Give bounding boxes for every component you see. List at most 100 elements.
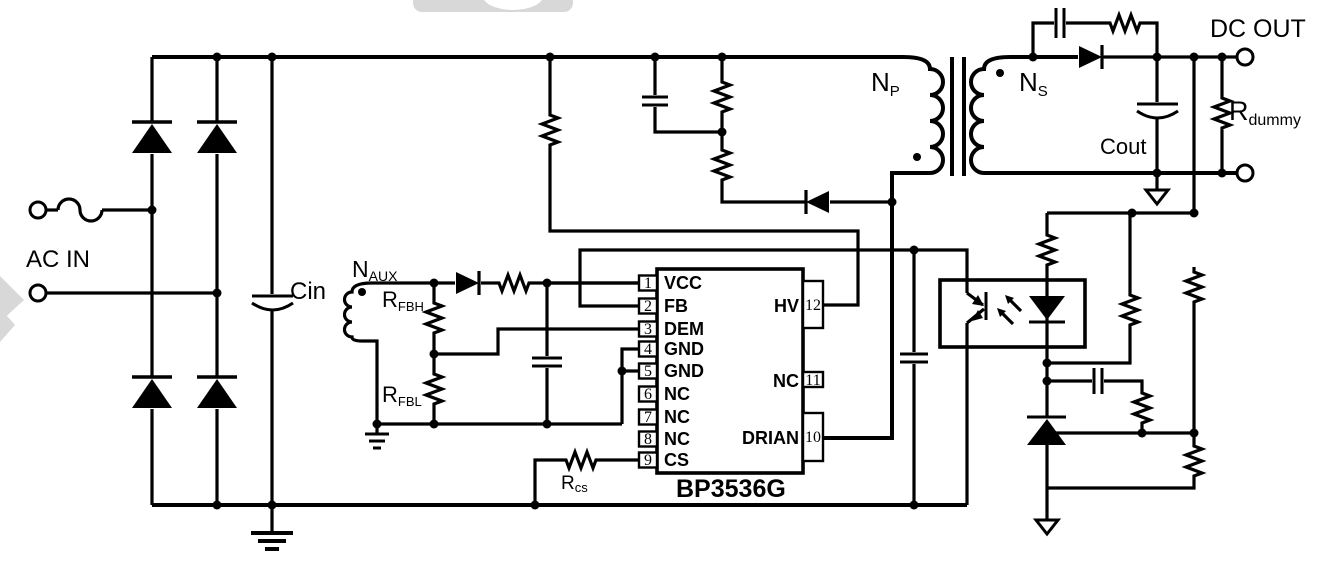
pin-box-6 (637, 385, 659, 403)
pin-number: 2 (644, 298, 652, 315)
resistor-icon (424, 367, 444, 411)
pin-number: 10 (805, 429, 821, 446)
diode-icon (130, 375, 174, 410)
wire (1104, 379, 1144, 388)
resistor-icon (712, 75, 732, 119)
pin-number: 4 (644, 341, 652, 358)
feedback-network (1027, 57, 1204, 537)
light-arrow-icon (1005, 295, 1014, 304)
output-stage: DC OUT Cout Rdummy (1100, 15, 1306, 207)
ac-input: AC IN (26, 197, 217, 303)
tl431-icon (1027, 419, 1066, 445)
wire (653, 107, 722, 134)
secondary-winding (969, 55, 1237, 175)
optocoupler (938, 278, 1087, 505)
pin-box-4 (637, 340, 659, 358)
diode-icon (454, 269, 481, 297)
watermark-triangle (0, 308, 15, 342)
polarity-dot (996, 69, 1004, 77)
optocoupler-body (938, 278, 1087, 349)
resistor-icon (1132, 386, 1152, 430)
ns-label: NS (1019, 67, 1048, 100)
ground-arrow-icon (1032, 518, 1062, 537)
resistor-icon (712, 143, 732, 187)
ic-name-label: BP3536G (676, 475, 786, 503)
pin-name-nc: NC (664, 429, 690, 449)
gnd-pin-wire (620, 347, 639, 371)
diode-icon (195, 375, 239, 410)
pin-box-7 (637, 408, 659, 426)
wire (533, 458, 561, 505)
resistor-icon (540, 108, 560, 152)
pin-name-nc: NC (664, 384, 690, 404)
earth-ground-icon (365, 432, 389, 450)
diode-icon (195, 120, 239, 155)
pin-number: 9 (644, 452, 652, 469)
pin-name-hv: HV (774, 296, 799, 316)
rfbh-label: RFBH (382, 287, 424, 314)
pin-box-3 (637, 320, 659, 338)
capacitor-plate (1136, 109, 1179, 120)
pin-number: 7 (644, 409, 652, 426)
pin-box-9 (637, 451, 659, 469)
diode-icon (130, 120, 174, 155)
fuse-icon (56, 197, 104, 223)
arrow-icon (972, 310, 983, 321)
ac-terminal-line (28, 200, 48, 220)
resistor-icon (1120, 288, 1140, 332)
wire (720, 185, 806, 204)
pin-name-cs: CS (664, 450, 689, 470)
fb-wire (578, 248, 969, 308)
pin-name-gnd: GND (664, 339, 704, 359)
wire (548, 150, 860, 307)
resistor-icon (559, 450, 603, 470)
wire (1145, 21, 1159, 57)
light-arrow-icon (997, 308, 1006, 317)
rcs-label: Rcs (561, 473, 588, 495)
pin-number: 1 (644, 275, 652, 292)
ac-in-label: AC IN (26, 246, 90, 273)
rdummy-label: Rdummy (1229, 96, 1301, 129)
pin-name-drian: DRIAN (742, 428, 799, 448)
polarity-dot (913, 153, 921, 161)
cs-network: Rcs (533, 450, 639, 505)
pin-number: 12 (805, 297, 821, 314)
dc-out-terminal-negative (1235, 163, 1255, 183)
dc-out-terminal-positive (1235, 47, 1255, 67)
earth-ground-icon (251, 531, 293, 551)
cin-label: Cin (290, 278, 326, 305)
pin-number: 5 (644, 363, 652, 380)
pin-name-gnd: GND (664, 361, 704, 381)
pin-box-10 (801, 411, 825, 463)
resistor-icon (424, 296, 444, 340)
pin-box-11 (801, 370, 825, 389)
startup-resistor (540, 57, 860, 307)
pin-name-nc: NC (664, 407, 690, 427)
ground-arrow-icon (1142, 188, 1172, 207)
watermark-triangle (0, 276, 24, 322)
input-capacitor-cin: Cin (251, 57, 326, 551)
light-arrow-icon (1000, 311, 1015, 326)
aux-winding-network: NAUX RFBH RFBL (342, 256, 639, 450)
dc-out-label: DC OUT (1210, 15, 1306, 43)
pin-name-nc: NC (773, 371, 799, 391)
pin-number: 3 (644, 321, 652, 338)
pin-box-2 (637, 297, 659, 315)
pin-box-1 (637, 274, 659, 292)
rcd-snubber (642, 57, 892, 216)
polarity-dot (358, 288, 366, 296)
watermark (0, 0, 573, 342)
resistor-icon (1212, 91, 1232, 135)
resistor-icon (1103, 13, 1147, 33)
arrow-icon (972, 295, 984, 306)
primary-winding (152, 55, 945, 440)
wire (1047, 330, 1132, 365)
aux-winding (342, 281, 379, 424)
rfbl-label: RFBL (382, 382, 422, 409)
diode-icon (804, 188, 831, 216)
diode-icon (1077, 43, 1104, 71)
gnd-pin-wire (620, 369, 639, 424)
resistor-icon (1184, 265, 1204, 309)
